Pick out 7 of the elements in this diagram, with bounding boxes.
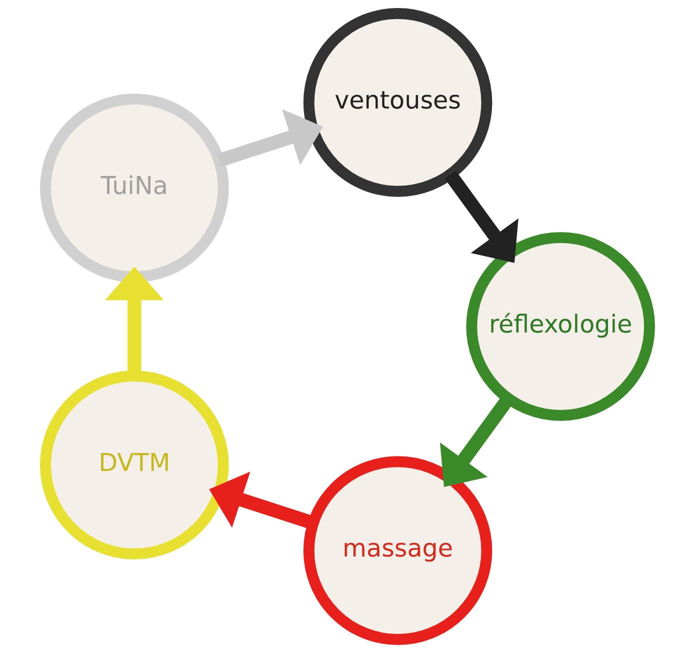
node-circle: TuiNa — [40, 94, 228, 282]
node-circle: réflexologie — [466, 232, 654, 421]
arrow — [444, 170, 518, 263]
node-circle: massage — [302, 456, 492, 645]
node-circle: DVTM — [40, 370, 228, 560]
arrow — [216, 109, 323, 167]
node-circle: ventouses — [302, 8, 492, 197]
